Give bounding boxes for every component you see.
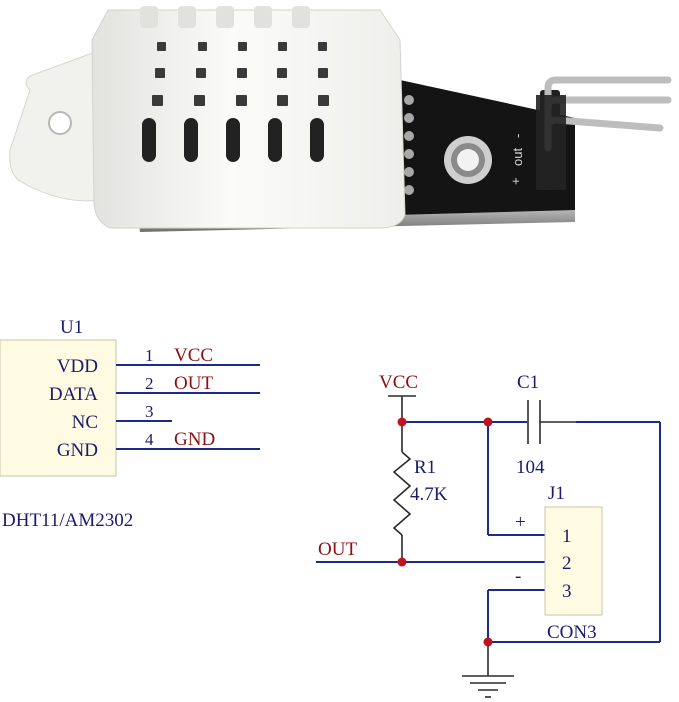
- symbol-pin-number: 1: [145, 346, 154, 365]
- silk-minus: -: [510, 134, 525, 138]
- mounting-hole: [444, 136, 492, 184]
- symbol-pin-net: OUT: [174, 373, 213, 394]
- cap-ref: C1: [517, 372, 539, 393]
- silk-out: out: [510, 148, 525, 166]
- solder-joints: [404, 95, 414, 195]
- junction-dot: [483, 417, 493, 427]
- symbol-pin-name: DATA: [49, 384, 98, 405]
- resistor: [392, 451, 412, 536]
- cap-value: 104: [516, 457, 545, 478]
- symbol-pin-number: 3: [145, 402, 154, 421]
- sensor-module-photo: + out -: [9, 6, 672, 232]
- header-pins: [536, 76, 672, 190]
- junction-dot: [397, 557, 407, 567]
- tab-hole: [48, 111, 72, 135]
- symbol-pin-name: NC: [72, 412, 98, 433]
- silk-plus: +: [508, 177, 523, 185]
- j1-ref: J1: [548, 483, 565, 504]
- out-label: OUT: [318, 539, 357, 560]
- symbol-pin-number: 4: [145, 430, 154, 449]
- junction-dot: [397, 417, 407, 427]
- symbol-pin-name: GND: [57, 440, 98, 461]
- symbol-pin-name: VDD: [57, 356, 98, 377]
- symbol-pin-net: VCC: [174, 345, 213, 366]
- symbol-pin-net: GND: [174, 429, 215, 450]
- symbol-ref: U1: [60, 317, 83, 338]
- j1-minus: -: [515, 566, 521, 587]
- j1-pin-3: 3: [562, 581, 572, 602]
- junction-dot: [483, 637, 493, 647]
- j1-name: CON3: [547, 622, 597, 643]
- circuit: VCC C1 104 R1 4.7K OUT + - J1: [316, 372, 661, 698]
- symbol-body: [0, 339, 117, 477]
- symbol-pin-number: 2: [145, 374, 154, 393]
- housing-holes: [152, 42, 329, 106]
- res-value: 4.7K: [410, 484, 448, 505]
- j1-body: [544, 506, 603, 616]
- j1-pin-1: 1: [562, 526, 572, 547]
- housing-slots: [142, 118, 324, 162]
- j1-pin-2: 2: [562, 553, 572, 574]
- part-name: DHT11/AM2302: [2, 510, 133, 531]
- vcc-label: VCC: [379, 372, 418, 393]
- sensor-housing: [91, 9, 406, 229]
- res-ref: R1: [414, 457, 436, 478]
- j1-plus: +: [515, 512, 526, 533]
- ground-symbol: [462, 642, 514, 698]
- housing-vents: [140, 6, 310, 28]
